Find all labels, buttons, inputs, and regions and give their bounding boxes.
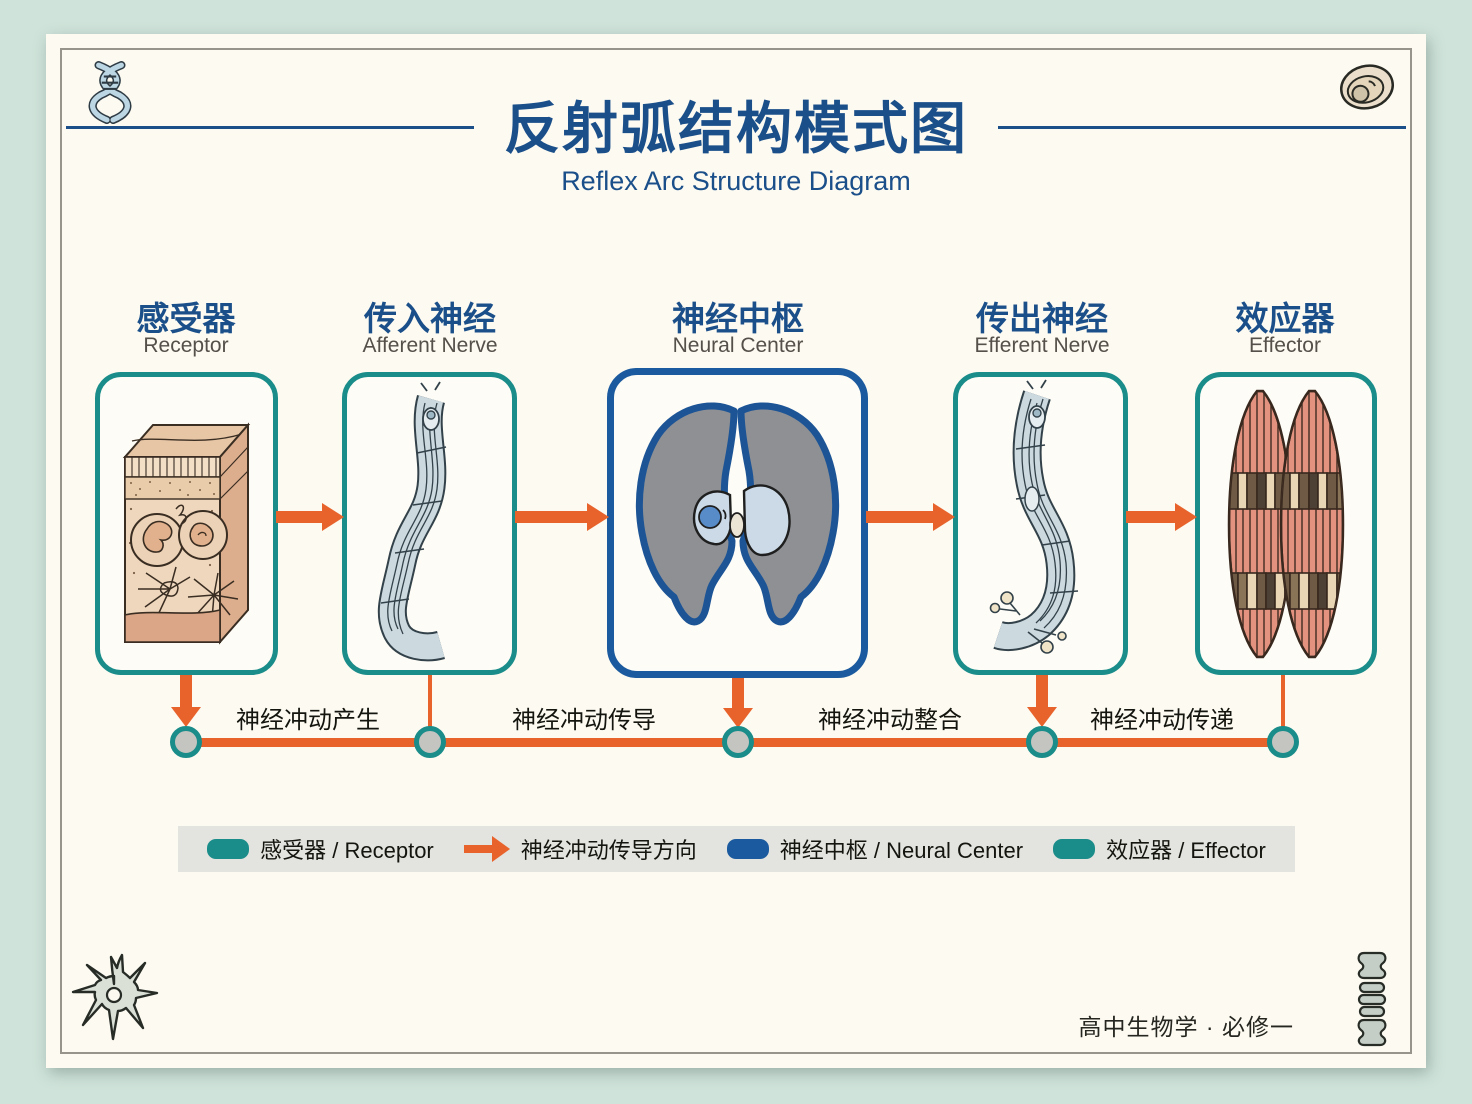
title-divider-right xyxy=(998,126,1406,129)
afferent-nerve-illustration xyxy=(377,381,447,662)
timeline-node xyxy=(1267,726,1299,758)
down-line-effector xyxy=(1281,675,1285,737)
arrow-efferent-to-effector xyxy=(1126,503,1197,531)
legend-label: 效应器 / Effector xyxy=(1106,838,1266,863)
phase-impulse-integration: 神经冲动整合 xyxy=(818,707,962,734)
poster-card: 反射弧结构模式图 Reflex Arc Structure Diagram 感受… xyxy=(46,34,1426,1068)
phase-impulse-conduction: 神经冲动传导 xyxy=(512,707,656,734)
stage-label-efferent-zh: 传出神经 xyxy=(976,300,1108,337)
spine-icon xyxy=(1357,951,1387,1047)
arrow-afferent-to-center xyxy=(515,503,609,531)
effector-swatch-icon xyxy=(1053,839,1096,859)
legend-item-neural-center: 神经中枢 / Neural Center xyxy=(726,833,1024,865)
timeline-node xyxy=(722,726,754,758)
stage-label-receptor-en: Receptor xyxy=(143,334,229,357)
dna-icon xyxy=(88,61,132,124)
impulse-direction-arrow-icon xyxy=(463,836,510,862)
down-line-afferent xyxy=(428,675,432,737)
legend-item-impulse-direction: 神经冲动传导方向 xyxy=(463,833,697,865)
phase-impulse-generation: 神经冲动产生 xyxy=(236,707,380,734)
timeline-node xyxy=(1026,726,1058,758)
effector-box xyxy=(1195,372,1377,675)
course-footnote: 高中生物学 · 必修一 xyxy=(1078,1014,1294,1040)
legend-label: 感受器 / Receptor xyxy=(260,838,434,863)
efferent-nerve-illustration xyxy=(989,379,1079,654)
title-divider-left xyxy=(66,126,474,129)
stage-label-neural-center-en: Neural Center xyxy=(672,334,804,357)
spinal-cord-illustration xyxy=(635,402,840,626)
neuron-icon xyxy=(71,953,159,1041)
neural-center-box xyxy=(607,368,868,678)
arrow-center-to-efferent xyxy=(866,503,955,531)
legend-item-receptor: 感受器 / Receptor xyxy=(207,833,434,865)
legend-label: 神经冲动传导方向 xyxy=(520,838,697,863)
legend-label: 神经中枢 / Neural Center xyxy=(779,838,1024,863)
receptor-swatch-icon xyxy=(207,839,250,859)
afferent-nerve-box xyxy=(342,372,517,675)
stage-label-receptor-zh: 感受器 xyxy=(136,300,236,337)
cell-icon xyxy=(1340,64,1394,110)
timeline-node xyxy=(170,726,202,758)
stage-label-effector-zh: 效应器 xyxy=(1235,300,1335,337)
skin-receptor-illustration xyxy=(122,422,251,645)
receptor-box xyxy=(95,372,278,675)
page-subtitle: Reflex Arc Structure Diagram xyxy=(561,166,911,196)
stage-label-effector-en: Effector xyxy=(1249,334,1321,357)
arrow-receptor-to-afferent xyxy=(276,503,344,531)
legend-bar: 感受器 / Receptor 神经冲动传导方向 神经中枢 / Neural Ce… xyxy=(178,826,1295,872)
timeline-node xyxy=(414,726,446,758)
stage-label-afferent-zh: 传入神经 xyxy=(364,300,496,337)
stage-label-neural-center-zh: 神经中枢 xyxy=(672,300,804,337)
legend-item-effector: 效应器 / Effector xyxy=(1053,833,1266,865)
phase-impulse-transmission: 神经冲动传递 xyxy=(1090,707,1234,734)
efferent-nerve-box xyxy=(953,372,1128,675)
muscle-effector-illustration xyxy=(1227,377,1372,670)
stage-label-efferent-en: Efferent Nerve xyxy=(974,334,1110,357)
page-title: 反射弧结构模式图 xyxy=(504,97,968,160)
neural-center-swatch-icon xyxy=(726,839,769,859)
stage-label-afferent-en: Afferent Nerve xyxy=(362,334,498,357)
